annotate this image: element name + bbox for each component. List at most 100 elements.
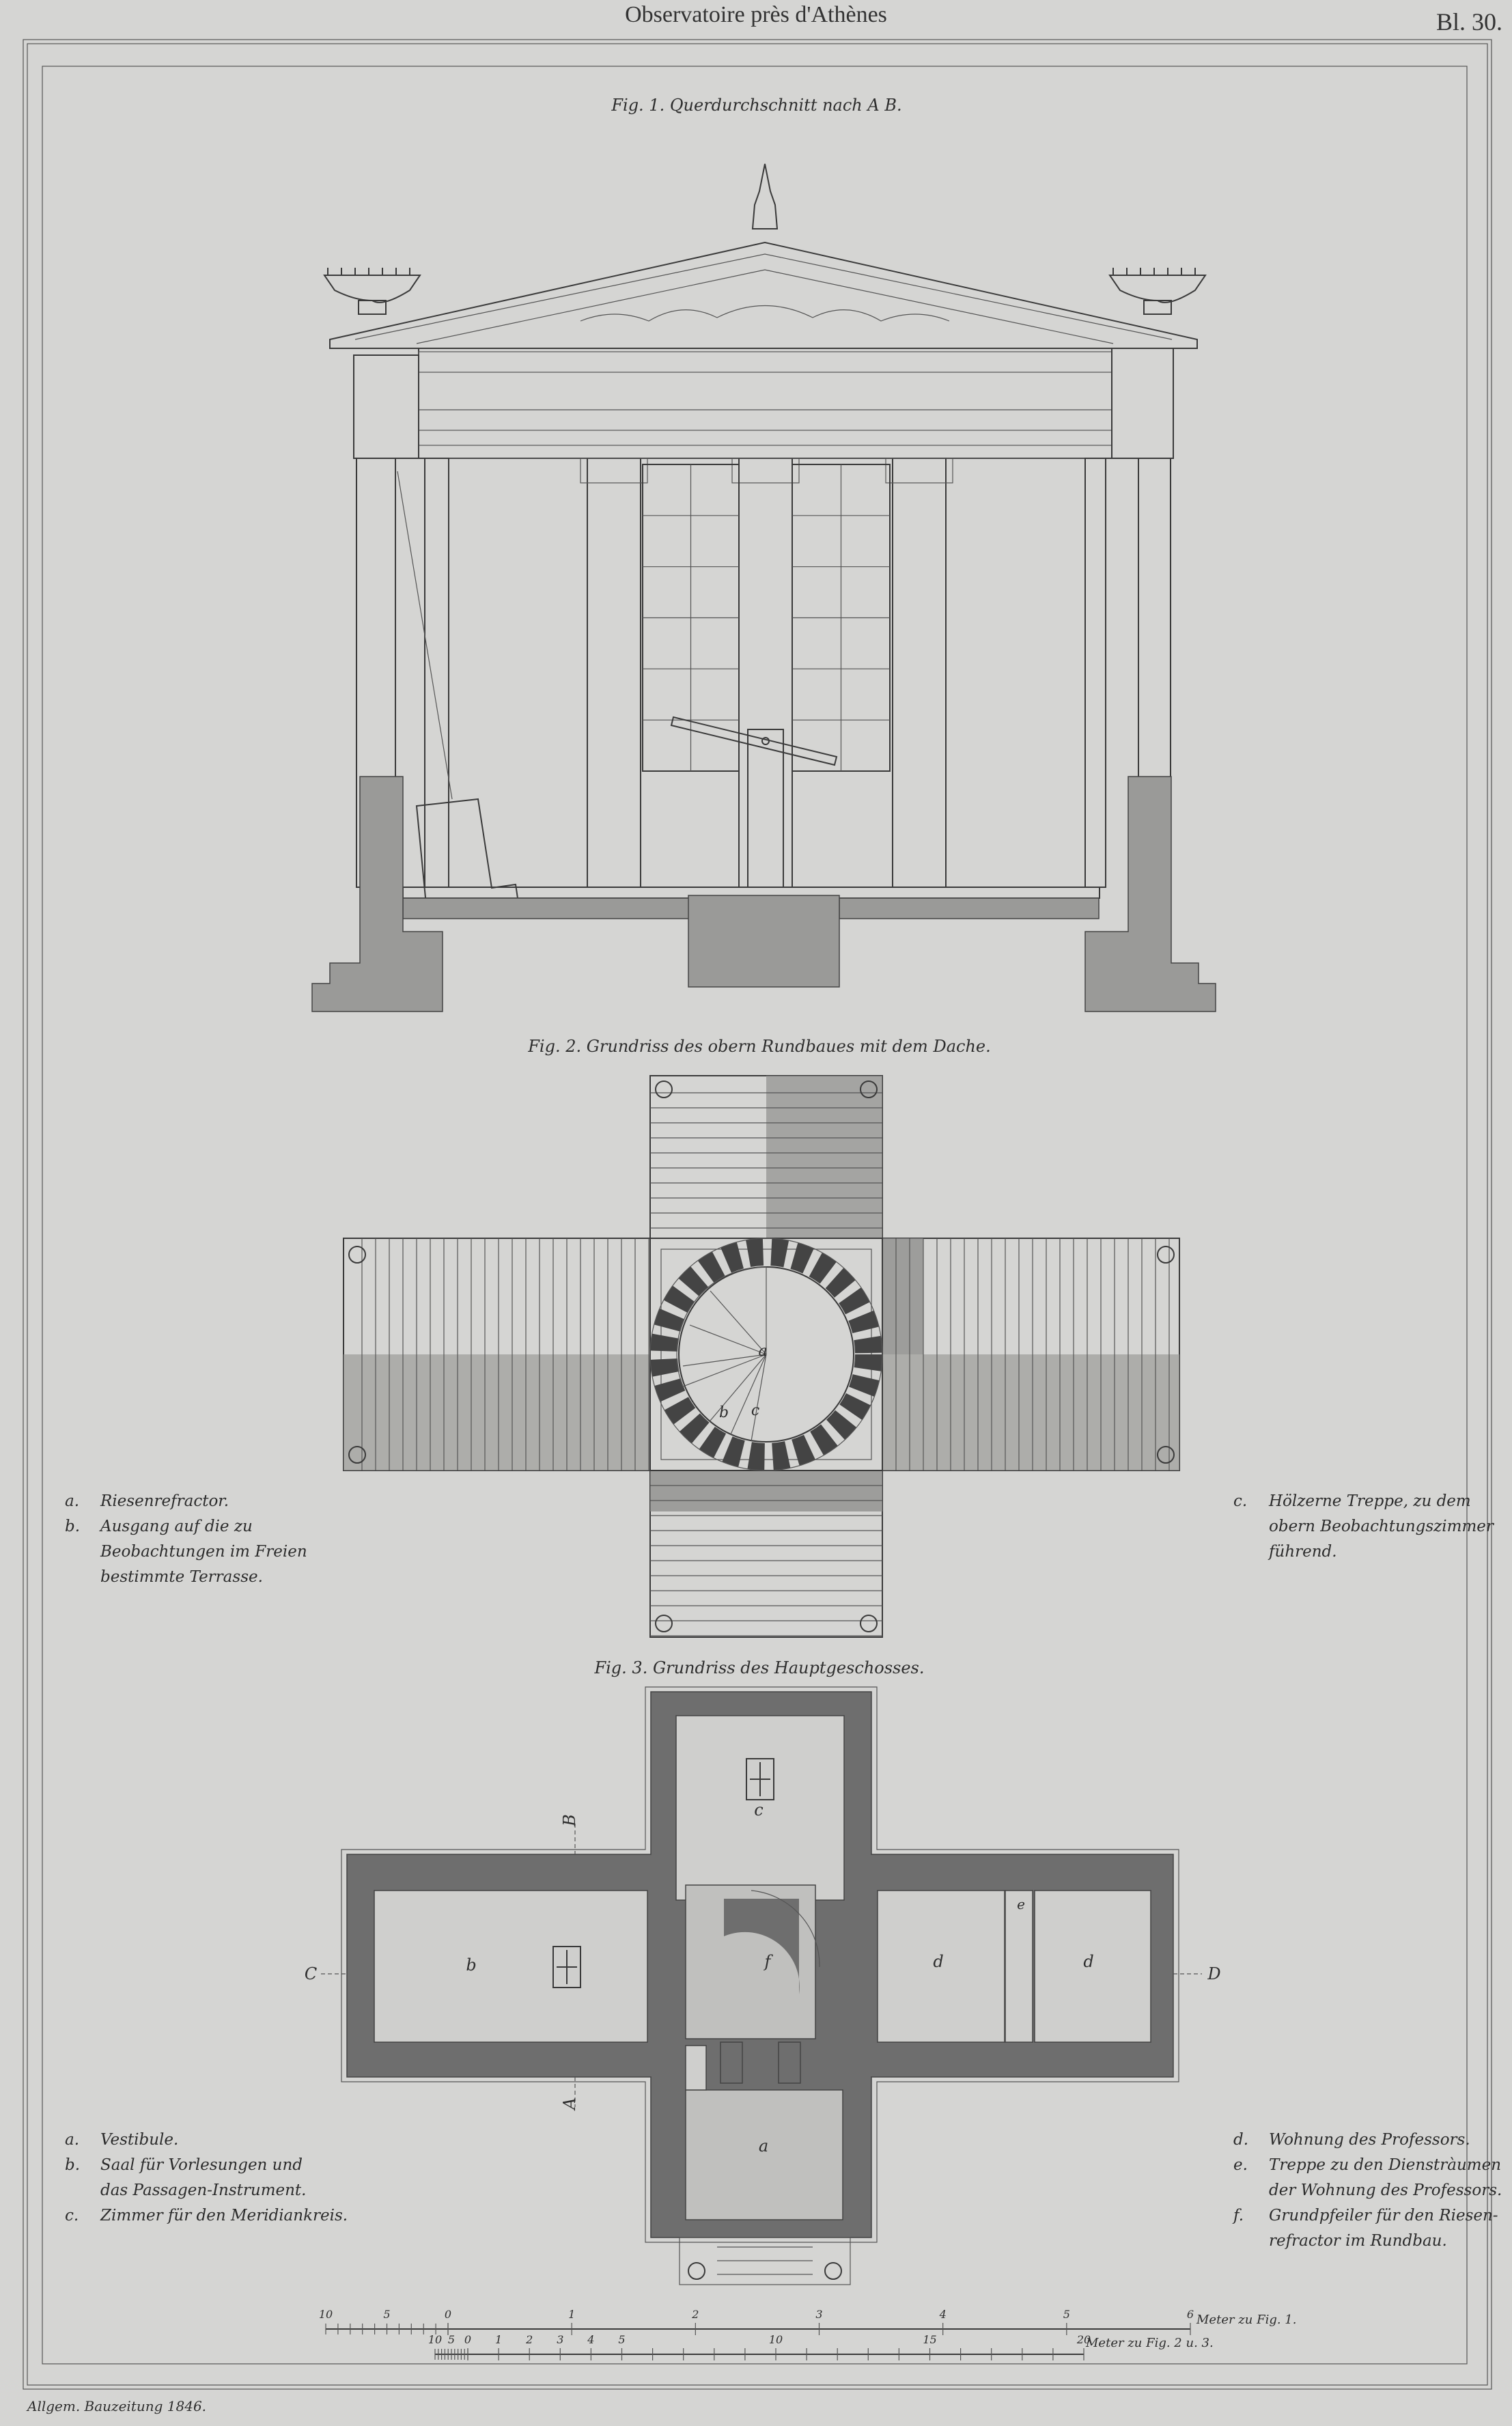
pediment-ornament (580, 305, 950, 322)
legend-key (65, 1539, 100, 1565)
legend-text: Beobachtungen im Freien (100, 1543, 307, 1561)
legend-text: Saal für Vorlesungen und (100, 2156, 303, 2174)
scale-tick-label: 3 (815, 2308, 822, 2321)
scale-tick-label: 0 (464, 2333, 471, 2346)
fig1-caption: Fig. 1. Querdurchschnitt nach A B. (611, 96, 901, 115)
legend-entry: d. Wohnung des Professors. (1233, 2128, 1502, 2153)
room-d2 (1034, 1890, 1151, 2043)
legend-key: a. (65, 2131, 80, 2149)
legend-entry: der Wohnung des Professors. (1233, 2178, 1502, 2203)
legend-text: führend. (1269, 1543, 1337, 1561)
fig2-roof-plan: a b c (343, 1075, 1180, 1638)
scale-tick-label: 2 (691, 2308, 699, 2321)
legend-key: a. (65, 1492, 80, 1510)
roof-slats (361, 1092, 1170, 1636)
legend-text: Ausgang auf die zu (100, 1518, 253, 1535)
room-d1 (877, 1890, 1005, 2043)
fig3-legend-right: d. Wohnung des Professors. e.Treppe zu den… (1233, 2128, 1502, 2254)
foundation-right (1084, 776, 1216, 1012)
fig3-caption: Fig. 3. Grundriss des Hauptgeschosses. (593, 1658, 924, 1677)
border-frame (23, 39, 1492, 2390)
column-base (348, 1446, 366, 1464)
legend-key (65, 2178, 100, 2203)
legend-key (1233, 1539, 1269, 1565)
meridian-circle (746, 1758, 774, 1800)
legend-text: bestimmte Terrasse. (100, 1568, 263, 1586)
scale-tick-label: 3 (557, 2333, 563, 2346)
column-base (860, 1080, 878, 1098)
scale-tick-label: 20 (1076, 2333, 1091, 2346)
scale-fig1-label: Meter zu Fig. 1. (1196, 2313, 1296, 2327)
room-c (675, 1715, 845, 1901)
scale-tick-label: 5 (1063, 2308, 1070, 2321)
fig2-label-c: c (751, 1402, 759, 1419)
hoist-instrument (415, 798, 519, 913)
legend-text: Wohnung des Professors. (1269, 2131, 1470, 2149)
legend-entry: das Passagen-Instrument. (65, 2178, 348, 2203)
columns (356, 458, 1171, 888)
scale-tick-label: 2 (525, 2333, 533, 2346)
legend-entry: b.Saal für Vorlesungen und (65, 2153, 348, 2178)
transit-instrument (552, 1946, 581, 1988)
legend-text: Vestibule. (100, 2131, 179, 2149)
scale-tick-label: 5 (618, 2333, 625, 2346)
fig1-cross-section (311, 163, 1216, 1012)
fig3-label-d1: d (933, 1952, 943, 1971)
column-bases (348, 1080, 1175, 1632)
legend-entry: obern Beobachtungszimmer (1233, 1514, 1494, 1539)
scale-tick-label: 10 (428, 2333, 442, 2346)
section-mark-A: A (560, 2097, 579, 2110)
scale-tick-label: 1 (568, 2308, 575, 2321)
legend-text: Hölzerne Treppe, zu dem (1269, 1492, 1471, 1510)
entrance-steps (679, 2237, 851, 2285)
legend-entry: e.Treppe zu den Dienstràumen (1233, 2153, 1502, 2178)
fig3-label-e: e (1017, 1896, 1025, 1912)
scale-tick-label: 1 (495, 2333, 502, 2346)
legend-text: obern Beobachtungszimmer (1269, 1518, 1494, 1535)
scale-tick-label: 5 (383, 2308, 390, 2321)
fig2-caption: Fig. 2. Grundriss des obern Rundbaues mi… (527, 1037, 990, 1056)
legend-key (65, 1565, 100, 1590)
scale-tick-label: 4 (939, 2308, 947, 2321)
legend-key: d. (1233, 2131, 1249, 2149)
column-base (348, 1246, 366, 1264)
column-base (860, 1615, 878, 1632)
fig3-label-d2: d (1083, 1952, 1093, 1971)
scale-tick-label: 5 (448, 2333, 455, 2346)
acroterion (751, 163, 779, 229)
legend-entry: refractor im Rundbau. (1233, 2229, 1502, 2254)
column-base (655, 1080, 673, 1098)
legend-entry: a. Vestibule. (65, 2128, 348, 2153)
column-base (1157, 1446, 1175, 1464)
urn-left (323, 268, 421, 315)
fig3-floor-plan: b f d d c a e C D B A (305, 1686, 1221, 2285)
legend-entry: Beobachtungen im Freien (65, 1539, 307, 1565)
legend-entry: b.Ausgang auf die zu (65, 1514, 307, 1539)
legend-text: das Passagen-Instrument. (100, 2181, 307, 2199)
windows (642, 464, 891, 772)
legend-text: Zimmer für den Meridiankreis. (100, 2207, 348, 2225)
imprint: Allgem. Bauzeitung 1846. (26, 2398, 206, 2414)
legend-text: der Wohnung des Professors. (1269, 2181, 1502, 2199)
center-pier (688, 895, 840, 988)
plate-number: Bl. 30. (1436, 8, 1502, 36)
legend-key (1233, 1514, 1269, 1539)
scale-tick-label: 0 (445, 2308, 451, 2321)
room-b (374, 1890, 648, 2043)
legend-text: Grundpfeiler für den Riesen- (1269, 2207, 1498, 2225)
section-mark-D: D (1207, 1964, 1220, 1983)
telescope (670, 716, 838, 888)
fig3-legend-left: a. Vestibule. b.Saal für Vorlesungen und da… (65, 2128, 348, 2229)
fig3-label-c: c (754, 1800, 763, 1820)
legend-text: Treppe zu den Dienstràumen (1269, 2156, 1502, 2174)
scale-tick-label: 6 (1187, 2308, 1194, 2321)
legend-entry: bestimmte Terrasse. (65, 1565, 307, 1590)
scale-fig23-label: Meter zu Fig. 2 u. 3. (1085, 2336, 1214, 2350)
section-mark-C: C (305, 1964, 317, 1983)
legend-entry: c.Zimmer für den Meridiankreis. (65, 2203, 348, 2229)
